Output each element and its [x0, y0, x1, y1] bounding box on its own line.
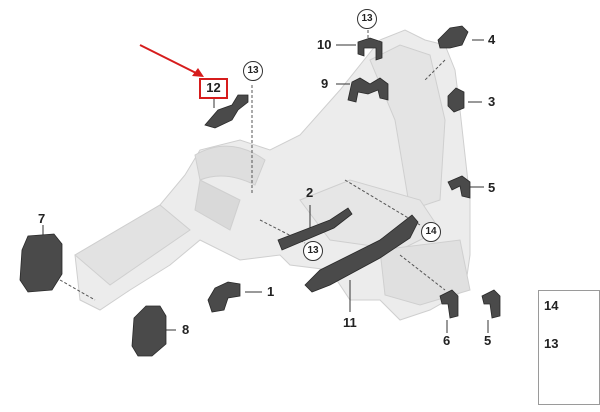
fastener-callout-13-lower: 13	[303, 241, 323, 261]
part-4-bracket	[437, 25, 469, 49]
part-label-9: 9	[321, 76, 329, 91]
part-6-bracket	[439, 289, 459, 319]
part-label-11: 11	[343, 315, 357, 330]
part-10-bracket	[357, 37, 383, 61]
part-7-plate	[19, 233, 63, 293]
part-label-5a: 5	[488, 180, 496, 195]
solid-leaders	[42, 39, 489, 333]
part-label-2: 2	[306, 185, 314, 200]
part-9-bracket	[347, 77, 389, 103]
part-11-rail	[304, 214, 419, 293]
legend-label-13: 13	[544, 336, 559, 351]
part-label-10: 10	[317, 37, 332, 52]
fastener-callout-14: 14	[421, 222, 441, 242]
part-label-5b: 5	[484, 333, 492, 348]
part-label-7: 7	[38, 211, 46, 226]
part-label-1: 1	[267, 284, 275, 299]
body-structure	[74, 29, 471, 321]
part-1-bracket	[207, 281, 241, 313]
part-label-8: 8	[182, 322, 190, 337]
part-label-12-highlighted: 12	[199, 78, 228, 99]
part-2-rail	[277, 207, 353, 251]
pointer-arrow	[139, 44, 204, 77]
part-label-6: 6	[443, 333, 451, 348]
part-label-3: 3	[488, 94, 496, 109]
fastener-callout-13-top: 13	[357, 9, 377, 29]
part-8-plate	[131, 305, 167, 357]
part-label-4: 4	[488, 32, 496, 47]
legend-label-14: 14	[544, 298, 559, 313]
part-5b-bracket	[481, 289, 501, 319]
part-3-bracket	[447, 87, 465, 113]
part-5a-bracket	[447, 175, 471, 199]
fastener-callout-13-left: 13	[243, 61, 263, 81]
part-12-bracket	[204, 94, 249, 129]
